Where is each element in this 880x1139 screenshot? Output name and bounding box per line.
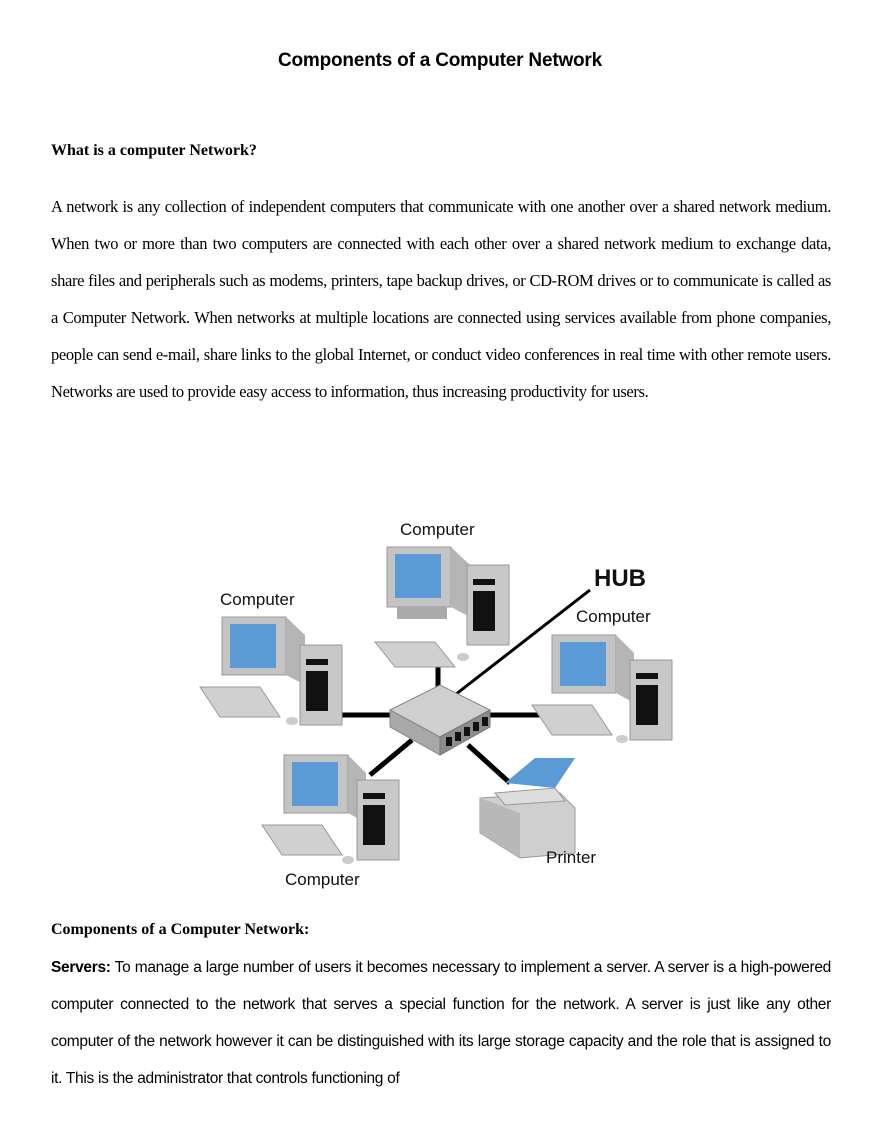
hub-pointer-line: [441, 588, 591, 707]
section-heading-components: Components of a Computer Network:: [51, 921, 310, 938]
label-computer-bottom: Computer: [285, 870, 360, 889]
intro-paragraph: A network is any collection of independe…: [51, 197, 831, 401]
printer-icon: [479, 758, 576, 859]
label-computer-left: Computer: [220, 590, 295, 609]
hub-icon: [388, 684, 492, 756]
label-computer-top: Computer: [400, 520, 475, 539]
section-heading-what-is-network: What is a computer Network?: [51, 142, 257, 159]
label-computer-right: Computer: [576, 607, 651, 626]
computer-icon-left: [199, 616, 343, 726]
network-hub-diagram: Computer Computer Computer: [199, 520, 673, 889]
computer-icon-top: [373, 546, 510, 668]
servers-paragraph: Servers: To manage a large number of use…: [51, 949, 831, 1097]
label-printer: Printer: [546, 848, 596, 867]
servers-term: Servers:: [51, 959, 111, 976]
computer-icon-right: [531, 634, 673, 743]
page-title: Components of a Computer Network: [277, 50, 602, 71]
servers-description: To manage a large number of users it bec…: [51, 959, 831, 1087]
label-hub: HUB: [594, 565, 646, 592]
computer-icon-bottom: [261, 754, 400, 864]
